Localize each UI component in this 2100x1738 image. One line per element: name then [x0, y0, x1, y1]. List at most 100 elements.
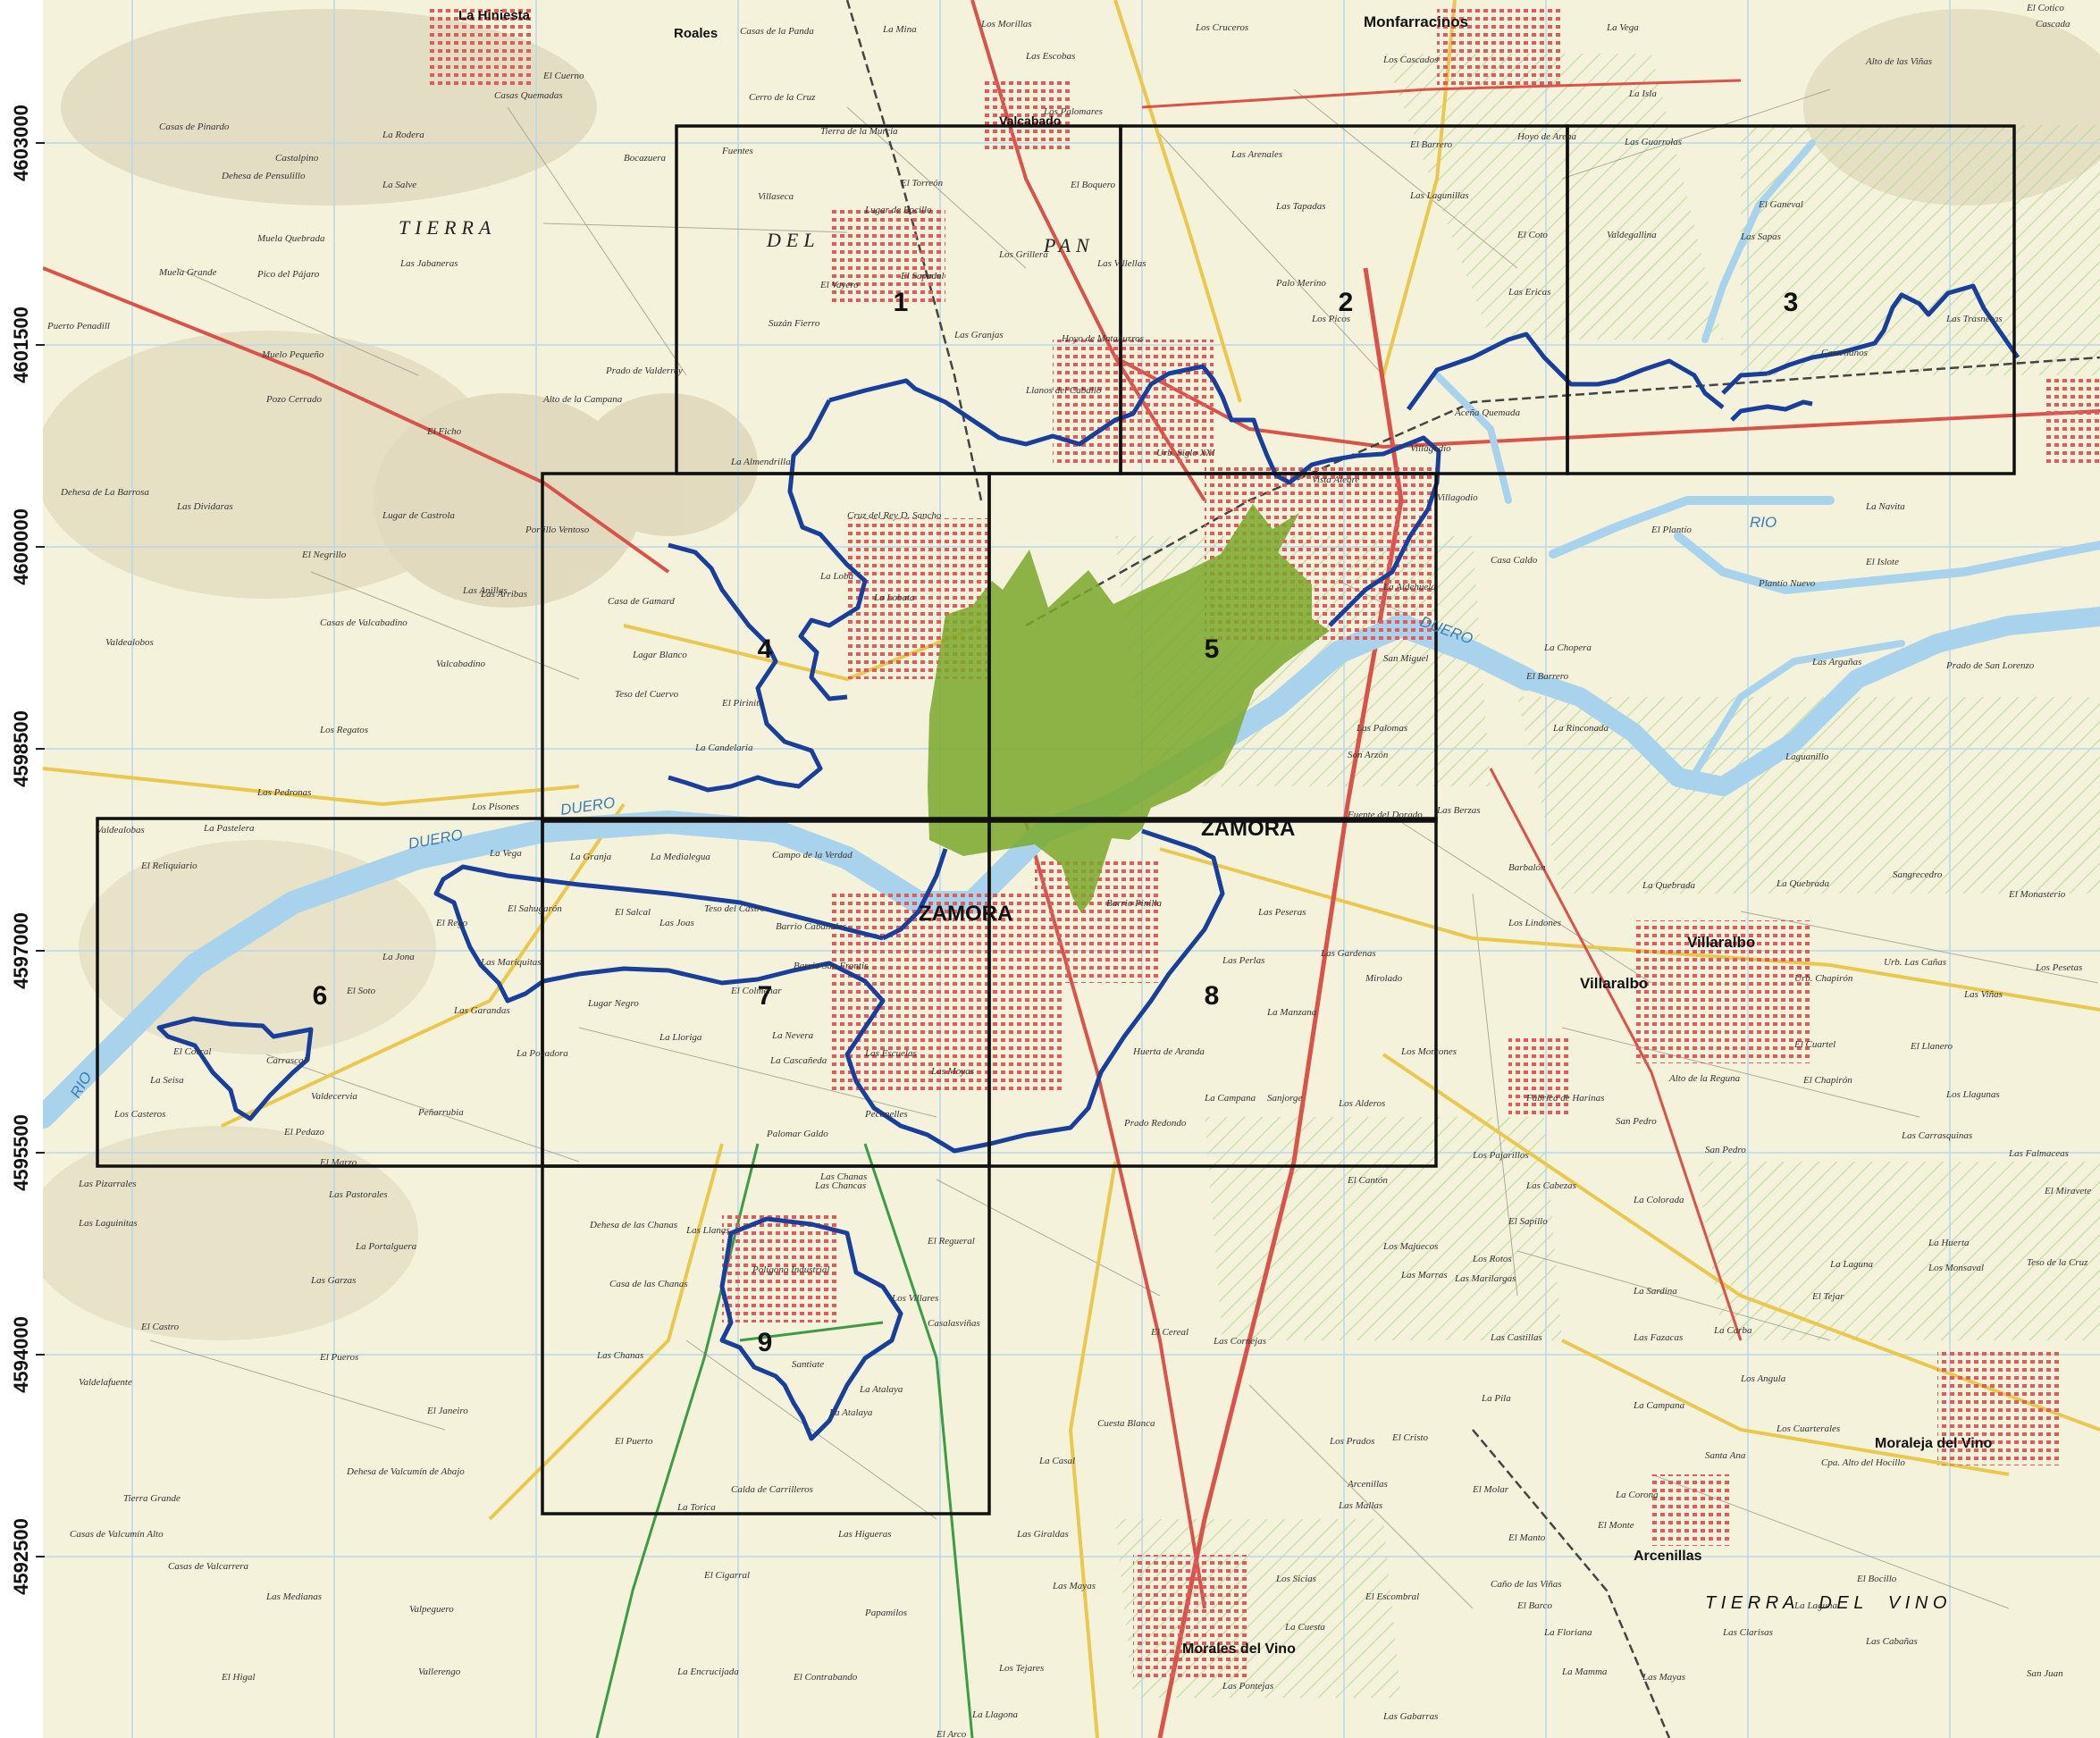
toponym-label: La Cuesta: [1284, 1622, 1325, 1633]
toponym-label: Muela Grande: [158, 267, 217, 278]
place-monfarracinos: Monfarracinos: [1364, 13, 1468, 30]
toponym-label: Muelo Pequeño: [261, 349, 324, 360]
toponym-label: Las Marras: [1400, 1270, 1448, 1280]
toponym-label: Prado Redondo: [1123, 1118, 1187, 1129]
toponym-label: La Torica: [676, 1502, 716, 1513]
frame-label-7: 7: [758, 981, 773, 1011]
toponym-label: Alto de la Reguna: [1668, 1073, 1741, 1084]
toponym-label: El Corral: [172, 1046, 211, 1057]
toponym-label: Las Moyas: [930, 1066, 974, 1077]
toponym-label: Alto de las Viñas: [1865, 56, 1932, 67]
toponym-label: Dehesa de las Chanas: [589, 1220, 677, 1230]
toponym-label: El Sapillo: [1508, 1216, 1548, 1227]
toponym-label: La Cascañeda: [769, 1055, 827, 1066]
frame-8[interactable]: [987, 817, 1438, 1168]
toponym-label: El Torreón: [900, 178, 944, 189]
toponym-label: Las Mallas: [1338, 1500, 1382, 1511]
toponym-label: Las Chanas: [819, 1171, 867, 1182]
frame-label-8: 8: [1205, 981, 1220, 1011]
toponym-label: Las Viñas: [1963, 989, 2003, 1000]
toponym-label: La Mamma: [1561, 1667, 1608, 1677]
place-villaralbo: Villaralbo: [1687, 934, 1755, 951]
toponym-label: Son Arzón: [1348, 750, 1389, 760]
toponym-label: El Pueros: [319, 1352, 358, 1363]
toponym-label: Lagar Blanco: [632, 650, 687, 660]
toponym-label: Fuente del Dorado: [1347, 810, 1423, 820]
toponym-label: Las Berzas: [1436, 805, 1481, 816]
toponym-label: La Sardina: [1633, 1286, 1677, 1297]
toponym-label: Llanos del Caballo: [1025, 385, 1102, 396]
topographic-map[interactable]: 1 2 3 4 5 6 7 8 9 ZAMORA ZAMORA Villaral…: [43, 0, 2100, 1738]
toponym-label: El Plantío: [1651, 525, 1692, 535]
toponym-label: San Pedro: [1616, 1116, 1657, 1127]
toponym-label: Prado de San Lorenzo: [1945, 660, 2035, 671]
toponym-label: El Molar: [1472, 1484, 1509, 1495]
toponym-label: Vallerengo: [418, 1667, 461, 1677]
toponym-label: Los Majuecos: [1382, 1241, 1438, 1252]
y-tick-label-4603000: 4603000: [10, 105, 32, 181]
toponym-label: Villagodio: [1437, 492, 1478, 503]
toponym-label: Las Medianas: [265, 1591, 322, 1602]
toponym-label: Las Escuelas: [864, 1048, 917, 1059]
toponym-label: Las Escobas: [1025, 51, 1075, 62]
toponym-label: Los Tejares: [998, 1663, 1044, 1674]
toponym-label: Las Cabañas: [1865, 1636, 1918, 1647]
place-tierra-del-vino: T I E R R A D E L V I N O: [1705, 1593, 1946, 1613]
toponym-label: Los Llagunas: [1945, 1089, 2000, 1100]
toponym-label: El Escombral: [1365, 1591, 1419, 1602]
toponym-label: Las Pastorales: [328, 1189, 388, 1200]
y-tick-mark: [36, 748, 45, 750]
toponym-label: Las Garandas: [453, 1005, 510, 1016]
toponym-label: La Mina: [882, 24, 917, 35]
toponym-label: Valdelafuente: [79, 1377, 132, 1388]
toponym-label: Teso de la Cruz: [2027, 1257, 2088, 1268]
toponym-label: Castellanos: [1821, 348, 1868, 358]
toponym-label: Los Montones: [1400, 1046, 1457, 1057]
y-tick-mark: [36, 546, 45, 548]
toponym-label: Las Dividaras: [176, 501, 233, 512]
toponym-label: El Ganeval: [1758, 199, 1803, 210]
toponym-label: La Candelaria: [694, 743, 753, 753]
toponym-label: La Laguna: [1829, 1259, 1873, 1270]
toponym-label: La Vega: [489, 848, 522, 859]
frame-label-1: 1: [894, 288, 909, 317]
toponym-label: Barrio Cabañales: [776, 921, 846, 932]
place-moraleja: Moraleja del Vino: [1875, 1436, 1993, 1451]
study-boundaries: [156, 283, 2020, 1441]
toponym-label: La Rinconada: [1552, 723, 1609, 734]
toponym-label: Urb. Chapirón: [1794, 973, 1853, 984]
toponym-label: Sangrecedro: [1893, 869, 1943, 880]
toponym-label: El Barrero: [1409, 139, 1453, 150]
toponym-label: Mirolado: [1365, 973, 1403, 984]
toponym-label: Laguanillo: [1785, 751, 1829, 762]
toponym-label: El Barco: [1516, 1600, 1552, 1611]
toponym-label: Valdealobas: [97, 825, 145, 835]
toponym-label: Aceña Quemada: [1454, 407, 1521, 418]
toponym-label: El Arco: [936, 1729, 967, 1738]
toponym-label: Muela Quebrada: [256, 233, 325, 244]
toponym-label: El Llanero: [1910, 1041, 1953, 1052]
toponym-label: La Floriana: [1543, 1627, 1592, 1638]
frame-9[interactable]: [541, 1164, 991, 1516]
toponym-label: Hoyo de Mataburros: [1061, 333, 1144, 344]
region-tierra: TIERRA: [399, 216, 496, 239]
toponym-label: Las Arribas: [480, 589, 527, 600]
toponym-label: La Rodera: [382, 130, 424, 140]
toponym-label: El Cigarral: [703, 1570, 750, 1581]
y-tick-label-4597000: 4597000: [10, 912, 32, 989]
toponym-label: Barrio San Frontis: [794, 961, 868, 971]
toponym-label: El Colmenar: [730, 986, 782, 996]
toponym-label: Casas de Valcumín Alto: [70, 1529, 164, 1540]
frame-5[interactable]: [987, 472, 1438, 823]
toponym-label: El Manto: [1508, 1532, 1546, 1543]
toponym-label: Fuentes: [721, 146, 753, 156]
toponym-label: Las Anillas: [462, 585, 508, 596]
frame-label-3: 3: [1784, 288, 1799, 317]
toponym-label: Casalasviñas: [928, 1318, 980, 1329]
toponym-label: La Almendrilla: [730, 457, 791, 467]
toponym-label: La Huerta: [1928, 1238, 1970, 1248]
toponym-label: Teso del Castro: [704, 903, 766, 914]
frame-3[interactable]: [1566, 124, 2016, 475]
y-tick-label-4601500: 4601500: [10, 306, 32, 383]
toponym-label: Villagodio: [1410, 443, 1451, 454]
